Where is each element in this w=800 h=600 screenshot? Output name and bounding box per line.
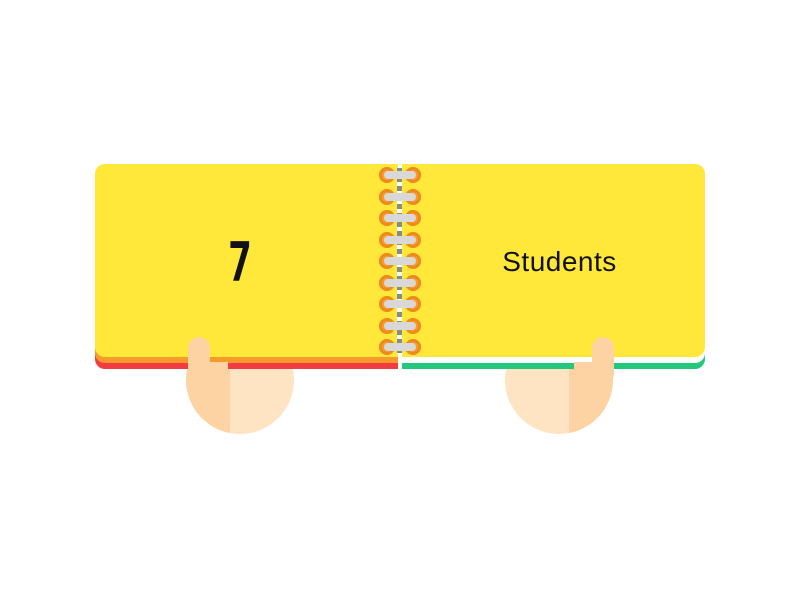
spiral-ring xyxy=(379,317,421,334)
spiral-ring xyxy=(379,274,421,291)
left-page[interactable] xyxy=(95,164,398,357)
spiral-ring xyxy=(379,253,421,269)
spiral-ring xyxy=(379,296,421,312)
page-label: Students xyxy=(502,246,617,277)
right-page[interactable] xyxy=(402,164,705,357)
spiral-ring xyxy=(379,188,421,205)
right-thumb-icon xyxy=(592,337,614,385)
page-number-value: 7 xyxy=(227,230,253,294)
left-thumb-icon xyxy=(188,337,210,385)
spiral-ring xyxy=(379,231,421,248)
spiral-ring xyxy=(379,339,421,355)
spiral-ring xyxy=(379,210,421,226)
spiral-ring xyxy=(379,167,421,183)
